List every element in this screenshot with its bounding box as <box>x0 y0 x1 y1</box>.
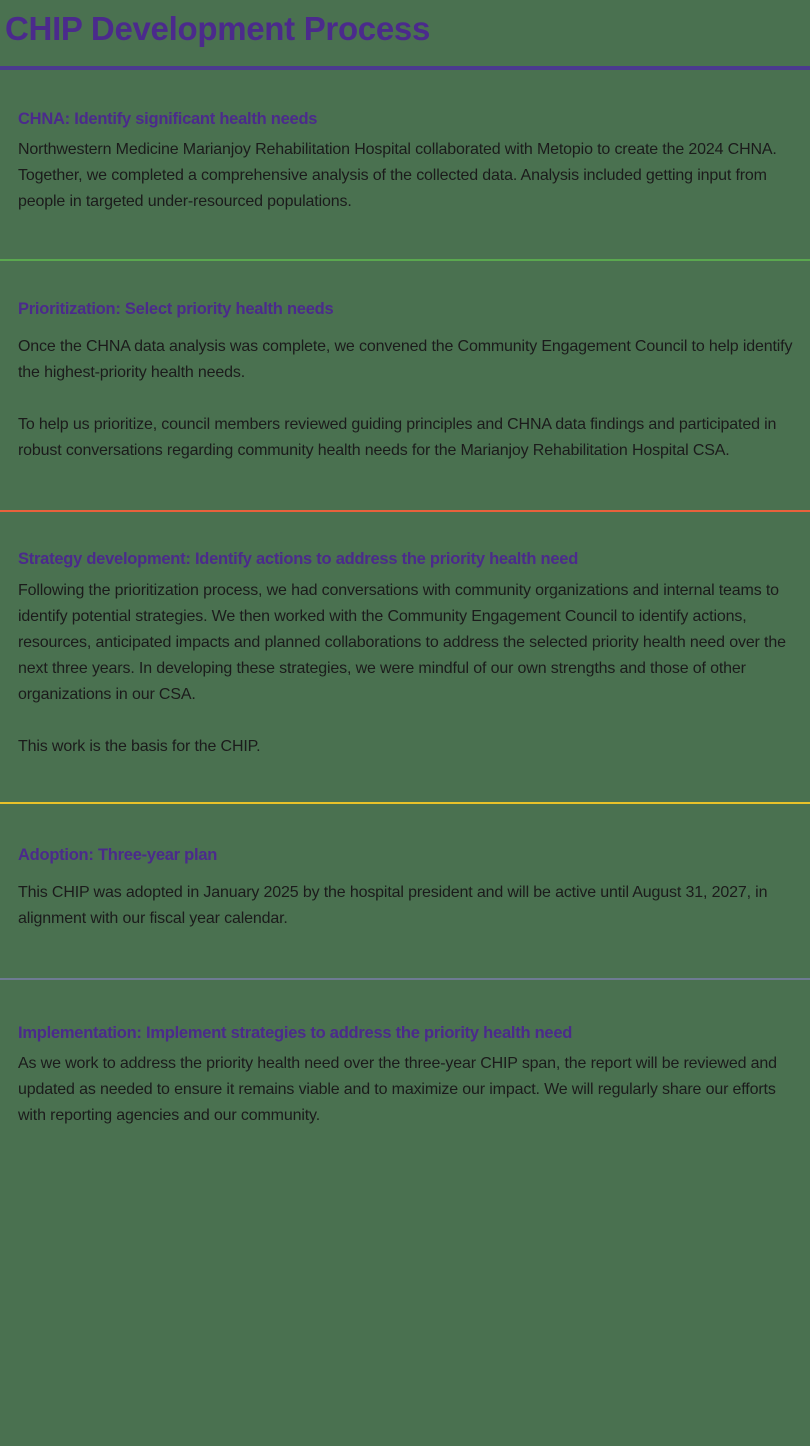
section-strategy-development: Strategy development: Identify actions t… <box>0 512 810 802</box>
section-heading-implementation: Implementation: Implement strategies to … <box>18 1024 573 1043</box>
section-paragraph: Once the CHNA data analysis was complete… <box>18 337 793 381</box>
divider-after-chna <box>0 258 810 261</box>
section-heading-strategy-development: Strategy development: Identify actions t… <box>18 549 579 568</box>
section-chna: CHNA: Identify significant health needs … <box>0 70 810 258</box>
section-paragraph: This CHIP was adopted in January 2025 by… <box>18 884 768 928</box>
section-spacer <box>18 464 794 510</box>
title-divider <box>0 66 810 71</box>
section-heading-adoption: Adoption: Three-year plan <box>18 846 218 865</box>
section-heading-chna: CHNA: Identify significant health needs <box>18 110 318 129</box>
section-paragraph: To help us prioritize, council members r… <box>18 415 777 459</box>
section-paragraph: This work is the basis for the CHIP. <box>18 738 261 756</box>
section-prioritization: Prioritization: Select priority health n… <box>0 261 810 510</box>
section-spacer <box>18 932 794 978</box>
section-heading-prioritization: Prioritization: Select priority health n… <box>18 299 334 318</box>
page-title: CHIP Development Process <box>5 10 431 47</box>
divider-after-strategy-development <box>0 802 810 805</box>
section-paragraph: As we work to address the priority healt… <box>18 1054 777 1124</box>
section-spacer <box>18 760 794 802</box>
section-adoption: Adoption: Three-year plan This CHIP was … <box>0 804 810 978</box>
section-paragraph: Northwestern Medicine Marianjoy Rehabili… <box>18 140 777 210</box>
divider-after-prioritization <box>0 509 810 512</box>
divider-after-adoption <box>0 978 810 981</box>
section-implementation: Implementation: Implement strategies to … <box>0 980 810 1128</box>
section-spacer <box>18 215 794 259</box>
section-paragraph: Following the prioritization process, we… <box>18 582 786 704</box>
